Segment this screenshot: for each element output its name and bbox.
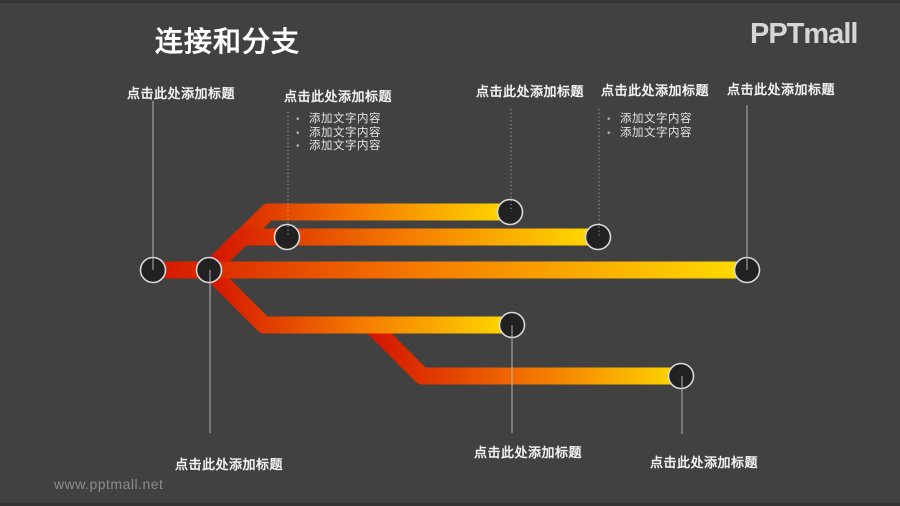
list-item[interactable]: • 添加文字内容 bbox=[607, 124, 693, 139]
bullet-icon: • bbox=[296, 141, 301, 152]
bottom-label-1[interactable]: 点击此处添加标题 bbox=[174, 457, 284, 472]
list-item[interactable]: • 添加文字内容 bbox=[607, 110, 693, 125]
list-item[interactable]: • 添加文字内容 bbox=[296, 110, 382, 125]
node-branch2-end[interactable] bbox=[584, 223, 612, 251]
bottom-label-3[interactable]: 点击此处添加标题 bbox=[649, 455, 759, 470]
slide-edge-top bbox=[0, 0, 900, 3]
branch-line-4 bbox=[200, 261, 521, 334]
branch-line-5 bbox=[362, 316, 690, 385]
bullet-list-1: • 添加文字内容 • 添加文字内容 • 添加文字内容 bbox=[296, 110, 382, 152]
list-item[interactable]: • 添加文字内容 bbox=[296, 124, 382, 139]
list-item[interactable]: • 添加文字内容 bbox=[296, 137, 382, 152]
bullet-text: 添加文字内容 bbox=[309, 140, 382, 152]
top-label-2[interactable]: 点击此处添加标题 bbox=[283, 89, 393, 104]
node-branch1-end[interactable] bbox=[496, 198, 524, 226]
top-label-3[interactable]: 点击此处添加标题 bbox=[475, 84, 585, 99]
bullet-text: 添加文字内容 bbox=[309, 113, 382, 125]
top-label-5[interactable]: 点击此处添加标题 bbox=[726, 82, 836, 97]
slide-edge-bottom bbox=[0, 503, 900, 506]
brand-logo: PPTmall bbox=[750, 18, 858, 50]
bullet-list-2: • 添加文字内容 • 添加文字内容 bbox=[607, 110, 693, 139]
bullet-icon: • bbox=[296, 114, 301, 125]
page-title: 连接和分支 bbox=[155, 26, 301, 57]
watermark: www.pptmall.net bbox=[54, 476, 164, 492]
node-branch5-end[interactable] bbox=[667, 362, 695, 390]
bullet-icon: • bbox=[607, 127, 612, 139]
bullet-icon: • bbox=[296, 127, 301, 139]
top-label-1[interactable]: 点击此处添加标题 bbox=[126, 86, 236, 101]
bullet-text: 添加文字内容 bbox=[620, 113, 693, 125]
bullet-text: 添加文字内容 bbox=[620, 126, 693, 139]
top-label-4[interactable]: 点击此处添加标题 bbox=[600, 83, 710, 98]
node-hub[interactable] bbox=[195, 256, 223, 284]
branch-line-2 bbox=[200, 228, 607, 279]
bottom-label-2[interactable]: 点击此处添加标题 bbox=[473, 445, 583, 460]
node-branch2-start[interactable] bbox=[273, 223, 301, 251]
bullet-text: 添加文字内容 bbox=[309, 126, 382, 139]
bullet-icon: • bbox=[607, 114, 612, 125]
